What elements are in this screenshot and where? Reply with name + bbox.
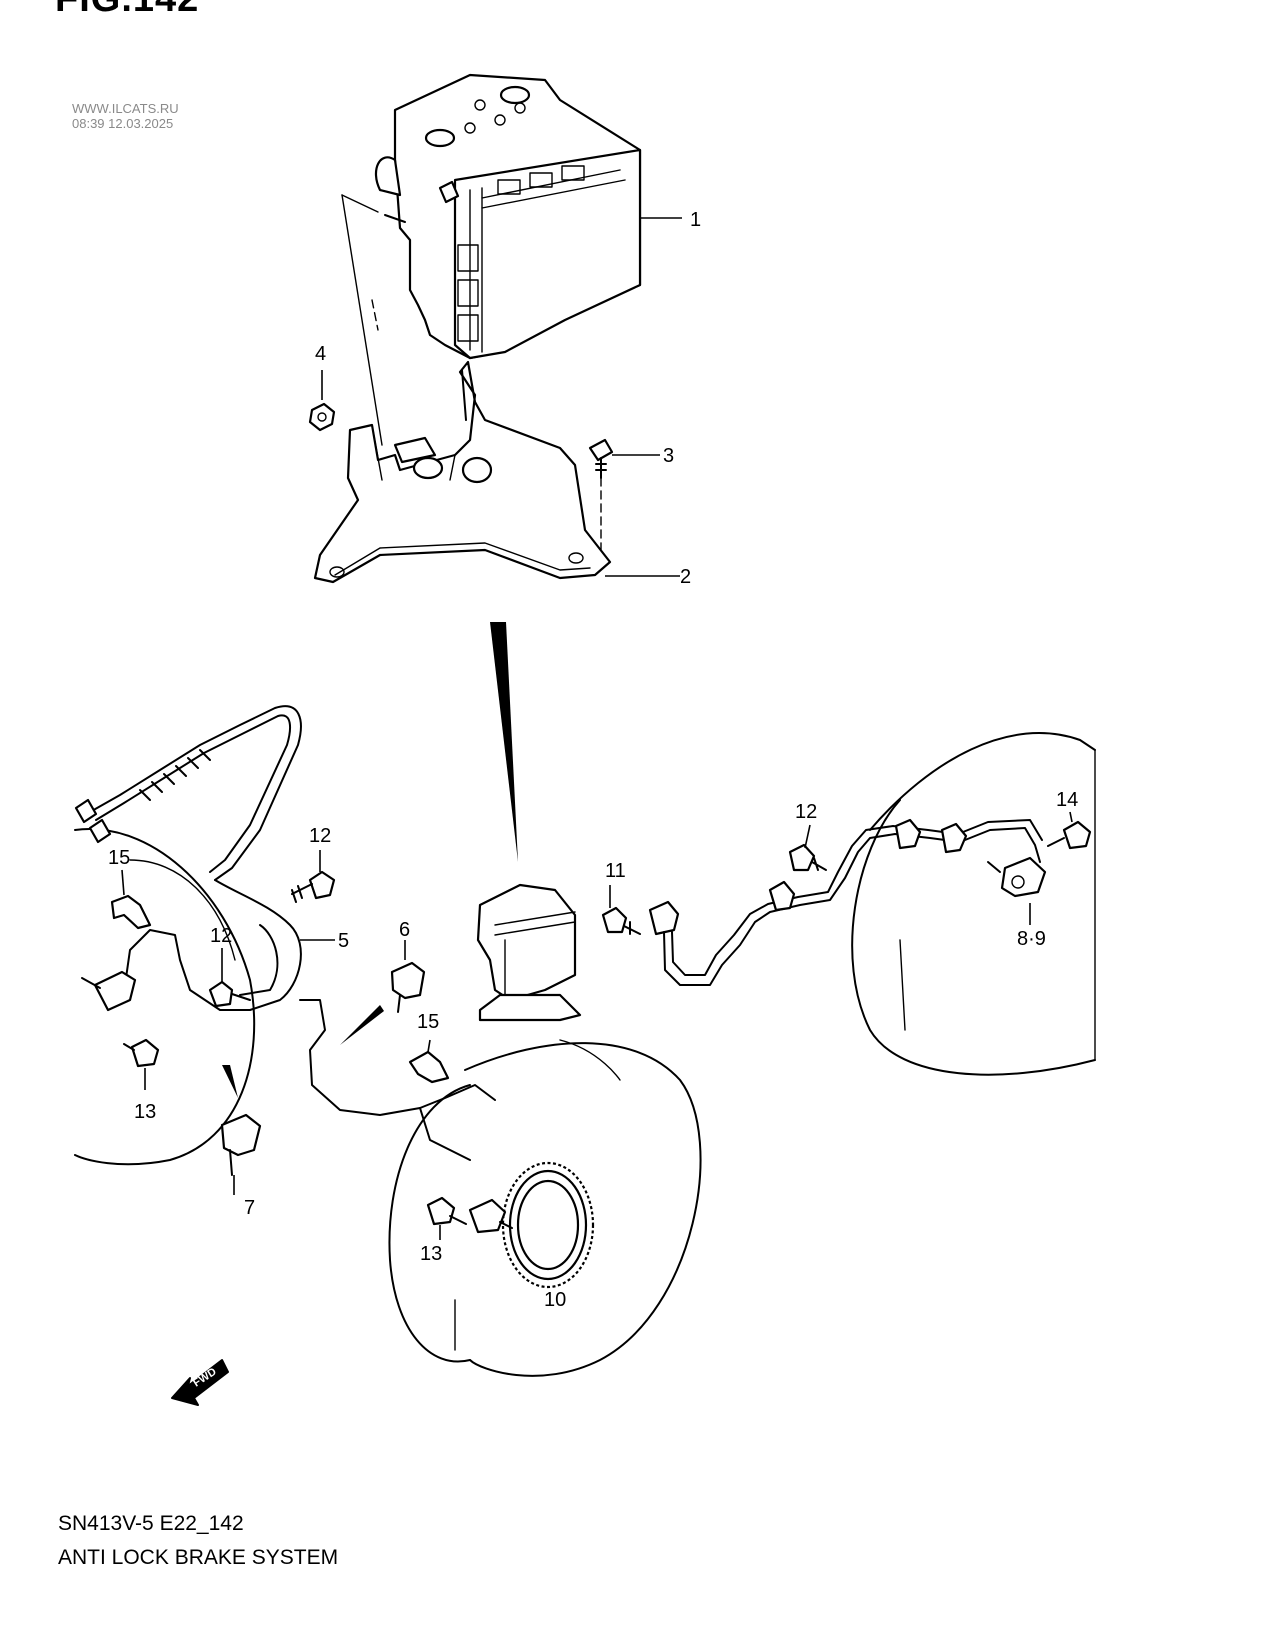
callout-12-left-upper: 12 [309,825,331,847]
watermark-datetime: 08:39 12.03.2025 [72,116,174,131]
watermark-site: WWW.ILCATS.RU [72,101,179,116]
link-arrow [490,622,518,862]
abs-bracket [313,360,612,584]
wheel-speed-sensor-rear [987,856,1047,898]
abs-unit-overview [476,883,582,1022]
bolt-3 [588,438,614,479]
bolt-12-left-lower [208,980,251,1008]
clip-15-middle [408,1050,450,1084]
leader-lines [121,217,1073,1240]
left-wheel-harness [74,705,496,1161]
callout-8-9: 8·9 [1017,928,1046,950]
watermark: WWW.ILCATS.RU 08:39 12.03.2025 [72,101,179,131]
nut-4 [308,402,336,432]
callout-13-left: 13 [134,1101,156,1123]
sensor-6 [340,961,426,1045]
callout-labels: 1 2 3 4 5 6 7 8·9 10 11 12 12 12 13 13 1… [108,209,1078,1311]
fwd-arrow-icon: FWD [171,1359,229,1406]
callout-15-left: 15 [108,847,130,869]
guide-line-3 [371,299,379,331]
rear-tire [851,732,1096,1076]
sensor-7-arrow [222,1065,238,1098]
clip-15-left [110,894,152,930]
bolt-13-left [123,1038,160,1068]
callout-1: 1 [690,209,701,231]
callout-14: 14 [1056,789,1078,811]
callout-7: 7 [244,1197,255,1219]
diagram-code: SN413V-5 E22_142 [58,1512,244,1535]
callout-15-middle: 15 [417,1011,439,1033]
callout-4: 4 [315,343,326,365]
figure-title: FIG.142 [55,0,199,21]
wheel-speed-sensor-left [81,970,137,1012]
callout-5: 5 [338,930,349,952]
callout-12-right: 12 [795,801,817,823]
bolt-12-right [788,843,827,872]
diagram-name: ANTI LOCK BRAKE SYSTEM [58,1546,339,1569]
abs-hydraulic-unit [374,73,642,360]
callout-3: 3 [663,445,674,467]
callout-12-left-lower: 12 [210,925,232,947]
callout-6: 6 [399,919,410,941]
bolt-13-front [426,1196,467,1226]
callout-10: 10 [544,1289,566,1311]
callout-11: 11 [605,860,626,882]
callout-2: 2 [680,566,691,588]
bolt-11 [601,906,641,935]
left-wheel-outline [74,828,256,1166]
front-tire [388,1039,702,1377]
sensor-ring-10 [501,1161,595,1289]
callout-13-front: 13 [420,1243,442,1265]
guide-line-2 [341,194,379,213]
bolt-12-left-upper [291,870,336,903]
sensor-7 [220,1065,262,1176]
sensor-6-arrow [340,1005,384,1045]
bolt-14 [1047,820,1092,850]
rear-wheel-harness [648,818,1043,986]
wheel-speed-sensor-front [468,1198,513,1234]
guide-line-1 [341,194,383,446]
